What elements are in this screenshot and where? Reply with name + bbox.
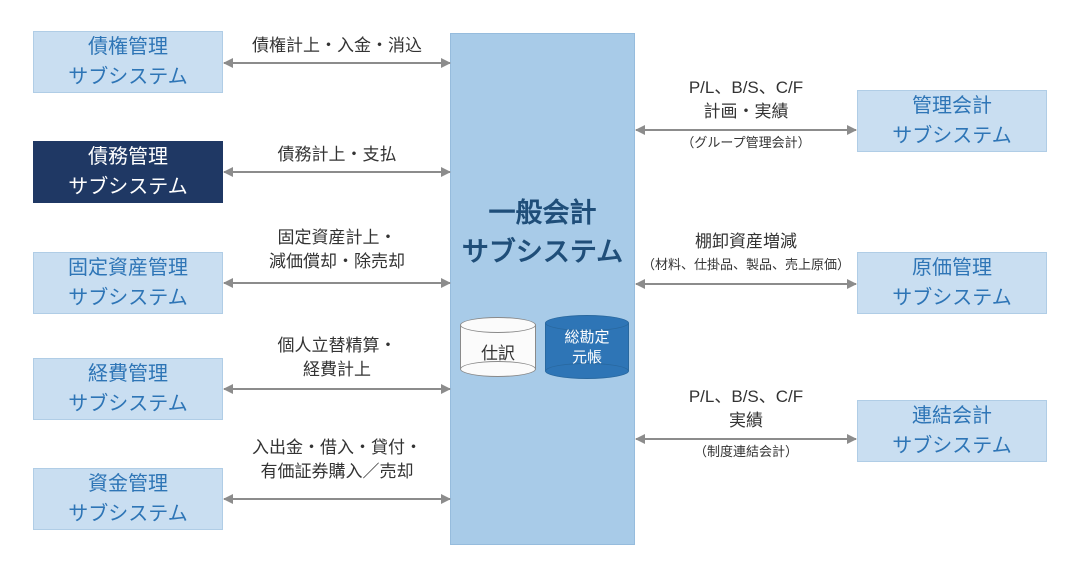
label-receivables-flow: 債権計上・入金・消込 [252, 36, 422, 55]
arrow-fixed-assets-flow [223, 278, 451, 288]
box-general-accounting-subsystem: 一般会計 サブシステム 仕訳 総勘定 元帳 [450, 33, 635, 545]
arrow-consolidated-accounting-flow [635, 434, 857, 444]
box-label: 連結会計 サブシステム [892, 405, 1012, 457]
label-cash-flow: 入出金・借入・貸付・ 有価証券購入／売却 [252, 438, 422, 481]
label-fixed-assets-flow: 固定資産計上・ 減価償却・除売却 [269, 228, 405, 271]
label-payables-flow: 債務計上・支払 [277, 145, 397, 164]
arrow-cash-flow [223, 494, 451, 504]
box-label: 資金管理 サブシステム [68, 473, 188, 525]
box-consolidated-accounting-subsystem: 連結会計 サブシステム [857, 400, 1047, 462]
label-consolidated-accounting-flow-sub: （制度連結会計） [693, 444, 798, 459]
datastore-label: 総勘定 元帳 [564, 329, 610, 366]
box-cost-management-subsystem: 原価管理 サブシステム [857, 252, 1047, 314]
box-label: 固定資産管理 サブシステム [68, 257, 188, 309]
datastore-journal: 仕訳 [460, 317, 536, 377]
arrow-management-accounting-flow [635, 125, 857, 135]
label-expense-flow: 個人立替精算・ 経費計上 [277, 336, 397, 379]
box-label: 債務管理 サブシステム [68, 146, 188, 198]
box-label: 債権管理 サブシステム [68, 36, 188, 88]
label-management-accounting-flow: P/L、B/S、C/F 計画・実績 [688, 78, 804, 121]
box-label: 原価管理 サブシステム [892, 257, 1012, 309]
box-cash-management-subsystem: 資金管理 サブシステム [33, 468, 223, 530]
box-expense-management-subsystem: 経費管理 サブシステム [33, 358, 223, 420]
label-consolidated-accounting-flow: P/L、B/S、C/F 実績 [688, 387, 804, 430]
arrow-payables-flow [223, 167, 451, 177]
box-label: 管理会計 サブシステム [892, 95, 1012, 147]
datastore-general-ledger: 総勘定 元帳 [545, 315, 629, 379]
arrow-cost-management-flow [635, 279, 857, 289]
arrow-expense-flow [223, 384, 451, 394]
label-cost-management-flow: 棚卸資産増減 [695, 232, 797, 251]
center-title: 一般会計 サブシステム [461, 198, 624, 268]
box-management-accounting-subsystem: 管理会計 サブシステム [857, 90, 1047, 152]
arrow-receivables-flow [223, 58, 451, 68]
datastore-label: 仕訳 [481, 344, 515, 363]
label-management-accounting-flow-sub: （グループ管理会計） [681, 135, 811, 150]
box-fixed-assets-management-subsystem: 固定資産管理 サブシステム [33, 252, 223, 314]
box-receivables-management-subsystem: 債権管理 サブシステム [33, 31, 223, 93]
label-cost-management-flow-sub: （材料、仕掛品、製品、売上原価） [641, 257, 850, 272]
box-label: 経費管理 サブシステム [68, 363, 188, 415]
box-payables-management-subsystem: 債務管理 サブシステム [33, 141, 223, 203]
